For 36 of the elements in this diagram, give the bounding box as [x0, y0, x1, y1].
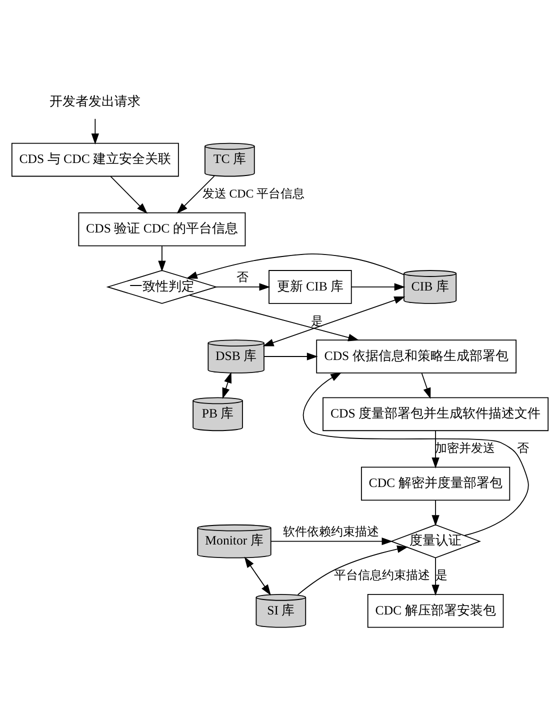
- node-box: CDS 与 CDC 建立安全关联: [11, 142, 179, 176]
- arrow: [297, 544, 408, 595]
- edge-label: 否: [236, 269, 249, 284]
- node-box: 更新 CIB 库: [268, 270, 352, 304]
- edge-label: 平台信息约束描述: [334, 568, 430, 582]
- arrow: [264, 352, 318, 360]
- node-box: CDS 依据信息和策略生成部署包: [316, 339, 517, 373]
- node-text: 开发者发出请求: [50, 94, 141, 108]
- arrow: [244, 556, 271, 595]
- arrow: [176, 175, 215, 214]
- arrow: [432, 430, 440, 468]
- node-box: CDC 解密并度量部署包: [360, 466, 510, 500]
- arrow: [262, 296, 406, 346]
- arrow: [216, 282, 270, 290]
- node-box: CDC 解压部署安装包: [367, 593, 504, 628]
- edge-label: 发送 CDC 平台信息: [202, 186, 305, 200]
- arrow: [350, 282, 406, 290]
- node-box: CDS 验证 CDC 的平台信息: [78, 212, 246, 246]
- arrow: [110, 175, 148, 214]
- arrow: [188, 294, 360, 341]
- arrow: [302, 372, 529, 536]
- node-box: CDS 度量部署包并生成软件描述文件: [322, 396, 549, 431]
- arrow: [421, 372, 431, 398]
- arrow: [222, 371, 232, 398]
- edge-label: 加密并发送: [434, 440, 495, 455]
- arrow: [158, 245, 166, 272]
- arrow: [186, 252, 404, 278]
- node-diamond: 度量认证: [390, 524, 482, 558]
- arrow: [432, 556, 440, 596]
- arrow: [432, 500, 440, 526]
- edge-label: 否: [516, 440, 529, 455]
- arrow: [270, 536, 393, 545]
- edge-label: 软件依赖约束描述: [283, 524, 380, 538]
- edge-label: 是: [435, 568, 448, 582]
- arrow: [91, 118, 100, 144]
- edge-label: 是: [311, 313, 324, 328]
